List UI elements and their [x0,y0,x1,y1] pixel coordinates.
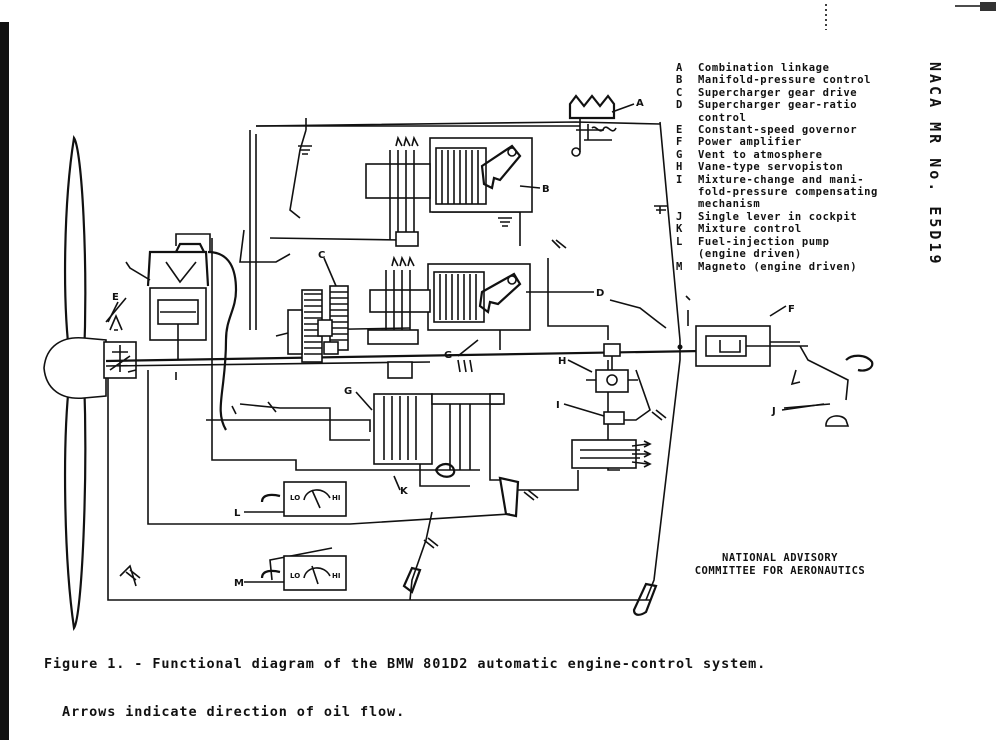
label-c: C [318,250,325,261]
label-b: B [542,184,550,195]
label-leaders [107,103,825,583]
legend-key: J [676,210,683,223]
gauge-l-hi: HI [332,494,340,502]
engine-cylinder [125,233,238,431]
linkage-blobs [231,401,658,616]
cockpit-lever-j [783,345,874,427]
legend-text: Fuel-injection pump (engine driven) [698,235,830,261]
legend-text: Single lever in cockpit [698,210,858,223]
legend-text: Mixture control [698,223,802,236]
magneto-m [260,555,347,591]
label-f: F [788,304,795,315]
agency-credit: NATIONAL ADVISORY COMMITTEE FOR AERONAUT… [690,552,870,577]
spring-marks [125,145,668,581]
caption-line-1: Figure 1. - Functional diagram of the BM… [44,656,767,672]
binding-edge [0,22,9,740]
legend-item-c: C Supercharger gear drive [676,87,906,99]
legend-text: Combination linkage [698,62,830,74]
legend-key: D [676,99,683,112]
legend-key: L [676,235,683,248]
legend-item-k: K Mixture control [676,223,906,235]
legend-key: I [676,173,683,186]
diagram-letter-labels: A B C D E F G G H I J K L M [112,98,795,589]
legend-item-f: F Power amplifier [676,136,906,148]
legend-item-g: G Vent to atmosphere [676,149,906,161]
legend-key: M [676,260,683,273]
legend-item-h: H Vane-type servopiston [676,161,906,173]
legend-text: Supercharger gear drive [698,86,858,99]
servopiston-h [586,343,638,393]
label-g-lower: G [344,386,352,397]
legend-item-j: J Single lever in cockpit [676,211,906,223]
legend-item-m: M Magneto (engine driven) [676,261,906,273]
combination-linkage-a [568,94,617,157]
legend-key: F [676,136,683,149]
compensating-mechanism-i [571,411,652,469]
legend-text: Manifold-pressure control [698,74,872,87]
label-m: M [234,578,244,589]
legend-item-d: D Supercharger gear-ratio control [676,99,906,124]
legend-item-l: L Fuel-injection pump (engine driven) [676,236,906,261]
legend-item-b: B Manifold-pressure control [676,74,906,86]
caption-line-2: Arrows indicate direction of oil flow. [44,704,406,720]
propeller [43,135,107,632]
legend-key: A [676,62,683,74]
legend-item-i: I Mixture-change and mani- fold-pressure … [676,174,906,211]
legend-key: G [676,148,683,161]
agency-line-2: COMMITTEE FOR AERONAUTICS [694,564,866,577]
legend-item-a: A Combination linkage [676,62,906,74]
legend-text: Supercharger gear-ratio control [698,99,858,124]
scan-mark [825,2,996,30]
label-a: A [636,98,644,109]
label-i: I [556,400,560,411]
mixture-control-k [373,359,505,478]
legend-text: Power amplifier [698,136,802,149]
gauge-l-lo: LO [290,494,300,502]
legend-text: Vane-type servopiston [698,161,844,174]
label-j: J [771,406,776,417]
legend-item-e: E Constant-speed governor [676,124,906,136]
agency-line-1: NATIONAL ADVISORY [722,552,838,564]
figure-caption: Figure 1. - Functional diagram of the BM… [44,624,766,752]
manifold-pressure-control-b [365,135,533,247]
legend-text: Magneto (engine driven) [698,260,858,273]
label-d: D [596,288,604,299]
gear-ratio-control-d [367,255,531,379]
legend-key: H [676,161,683,174]
legend-text: Mixture-change and mani- fold-pressure c… [698,173,878,211]
oil-lines [107,118,681,601]
legend-key: K [676,223,683,236]
label-h: H [558,356,566,367]
legend-key: C [676,86,683,99]
legend-text: Vent to atmosphere [698,148,823,161]
label-k: K [400,486,409,497]
legend-text: Constant-speed governor [698,124,858,137]
label-l: L [234,508,241,519]
label-g-upper: G [444,350,452,361]
fuel-injection-pump-l [260,481,347,517]
supercharger-gear-drive-c [287,285,349,363]
legend-key: B [676,74,683,87]
gauge-m-lo: LO [290,572,300,580]
power-amplifier-f [685,295,808,367]
main-shaft [105,344,761,367]
gauge-m-hi: HI [332,572,340,580]
label-e: E [112,292,119,303]
report-number: NACA MR No. E5D19 [926,62,944,267]
legend-key: E [676,124,683,137]
gauge-labels: LO HI LO HI [290,494,340,580]
